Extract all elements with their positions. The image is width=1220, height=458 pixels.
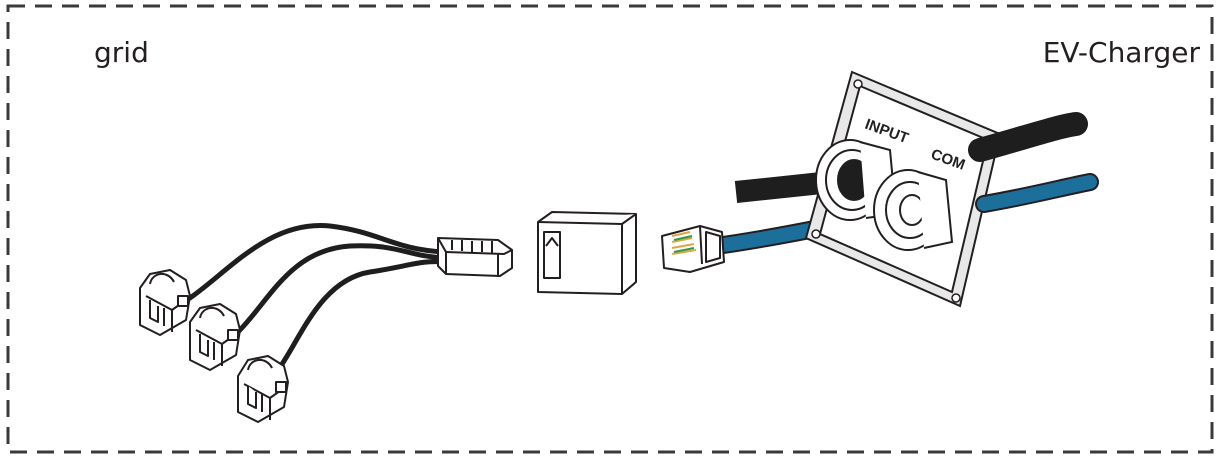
ct-clamp-icon (189, 303, 241, 371)
cable-gland-icon (873, 169, 954, 251)
ct-wires (187, 223, 448, 373)
ct-clamp-icon (237, 355, 289, 423)
rj45-plug-icon (661, 225, 725, 273)
cable-gland-icon (815, 139, 898, 221)
com-cable-right (975, 173, 1099, 213)
ev-charger-label: EV-Charger (1043, 36, 1201, 69)
rj45-plug-icon (437, 237, 513, 277)
rj45-coupler-icon (537, 211, 637, 295)
dashed-frame (6, 4, 1214, 454)
grid-label: grid (94, 36, 149, 69)
ct-clamp-icon (139, 269, 191, 336)
